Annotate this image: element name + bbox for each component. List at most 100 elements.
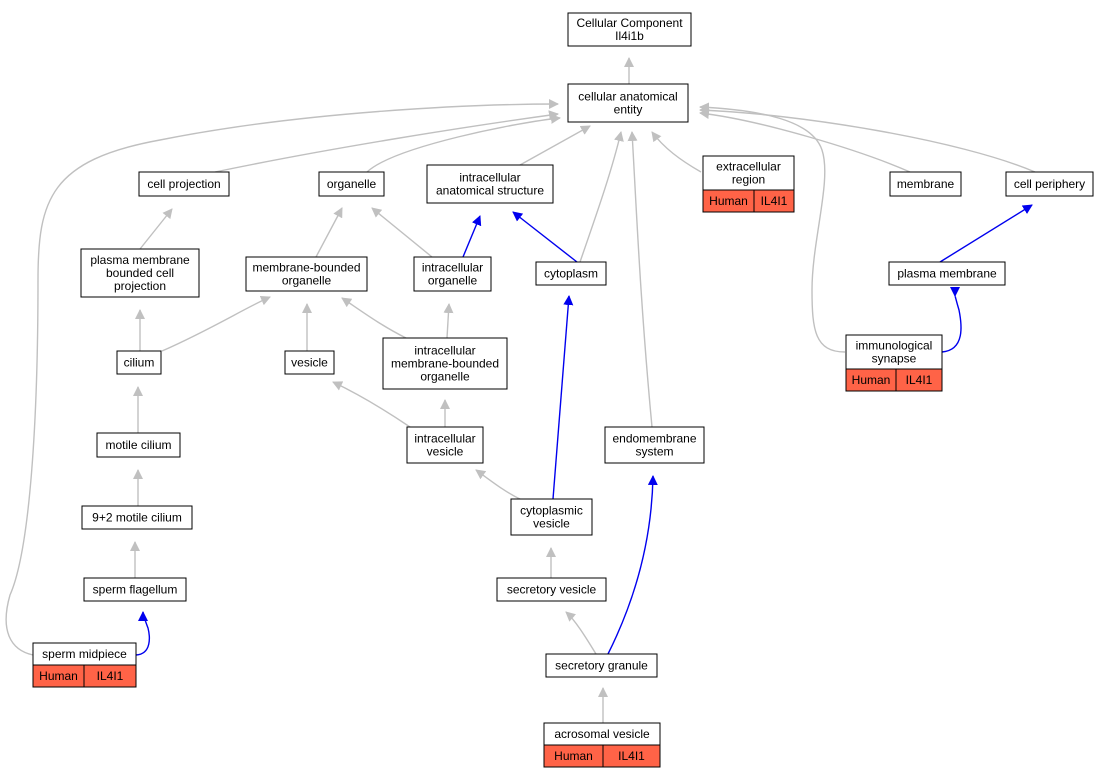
is-a-edge [519, 125, 591, 166]
is-a-edge [627, 131, 653, 428]
node-label-line: cilium [124, 356, 155, 370]
is-a-edge [699, 109, 911, 173]
node-label-line: secretory granule [555, 659, 648, 673]
gene-cell [753, 189, 795, 213]
node-plasma-membrane[interactable]: plasma membrane [888, 261, 1006, 286]
species-label: Human [39, 669, 78, 683]
node-acrosomal-vesicle[interactable]: acrosomal vesicle [543, 722, 661, 746]
species-label: Human [554, 749, 593, 763]
node-label-line: projection [114, 279, 166, 293]
species-label: Human [709, 194, 748, 208]
node-sperm-midpiece[interactable]: sperm midpiece [32, 642, 137, 666]
node-label-line: cytoplasm [544, 267, 598, 281]
node-label-line: intracellular [422, 261, 483, 275]
node-label-line: bounded cell [106, 266, 174, 280]
node-box [138, 171, 230, 197]
node-box [889, 171, 962, 197]
is-a-edge [161, 296, 271, 352]
node-nine-two[interactable]: 9+2 motile cilium [81, 505, 193, 530]
node-label-line: sperm midpiece [42, 647, 127, 661]
edge-layer [5, 57, 1036, 723]
node-sperm-flagellum[interactable]: sperm flagellum [83, 577, 187, 602]
is-a-edge [565, 611, 597, 655]
node-label-line: Il4i1b [615, 29, 644, 43]
node-label-line: vesicle [291, 356, 328, 370]
node-label-line: synapse [872, 352, 917, 366]
node-membrane[interactable]: membrane [889, 171, 962, 197]
node-label-line: intracellular [414, 344, 475, 358]
annotation-immuno-synapse[interactable]: Human IL4I1 [845, 368, 943, 392]
node-box [496, 577, 607, 602]
is-a-edge [699, 102, 846, 353]
part-of-edge [607, 475, 658, 655]
node-label-line: organelle [428, 274, 478, 288]
node-label-line: organelle [327, 177, 377, 191]
annotation-sperm-midpiece[interactable]: Human IL4I1 [32, 664, 137, 688]
is-a-edge [443, 303, 454, 339]
node-vesicle[interactable]: vesicle [284, 350, 335, 375]
node-label-line: sperm flagellum [93, 583, 178, 597]
node-box [406, 426, 484, 464]
node-box [567, 12, 692, 47]
is-a-edge [579, 131, 624, 263]
annotation-extracellular[interactable]: Human IL4I1 [702, 189, 795, 213]
gene-label: IL4I1 [97, 669, 124, 683]
node-cell-periphery[interactable]: cell periphery [1005, 171, 1094, 197]
node-label-line: vesicle [427, 445, 464, 459]
node-box [604, 426, 705, 464]
node-organelle[interactable]: organelle [318, 171, 385, 197]
node-motile-cilium[interactable]: motile cilium [96, 432, 181, 458]
node-label-line: cell periphery [1014, 177, 1085, 191]
gene-label: IL4I1 [761, 194, 788, 208]
node-label-line: intracellular [414, 432, 475, 446]
node-label-line: anatomical structure [436, 184, 544, 198]
node-cilium[interactable]: cilium [116, 350, 162, 375]
node-label-line: region [732, 173, 765, 187]
part-of-edge [135, 611, 151, 656]
node-label-line: immunological [856, 339, 933, 353]
node-label-line: plasma membrane [90, 253, 190, 267]
part-of-edge [512, 211, 578, 263]
node-label-line: membrane [897, 177, 955, 191]
part-of-edge [462, 215, 482, 258]
node-cytoplasm[interactable]: cytoplasm [535, 261, 607, 286]
is-a-edge [699, 105, 1036, 173]
gene-cell [602, 744, 661, 768]
node-box [702, 155, 795, 191]
node-label-line: plasma membrane [897, 267, 997, 281]
node-label-line: 9+2 motile cilium [92, 511, 182, 525]
node-secretory-granule[interactable]: secretory granule [545, 653, 658, 678]
node-label-line: cytoplasmic [520, 504, 583, 518]
node-cell-projection[interactable]: cell projection [138, 171, 230, 197]
is-a-edge [214, 110, 559, 173]
node-box [81, 505, 193, 530]
node-label-line: membrane-bounded [391, 357, 499, 371]
is-a-edge [651, 131, 702, 173]
species-label: Human [852, 373, 891, 387]
node-secretory-vesicle[interactable]: secretory vesicle [496, 577, 607, 602]
is-a-edge [366, 113, 561, 173]
is-a-edge [332, 381, 411, 428]
node-box [83, 577, 187, 602]
gene-label: IL4I1 [906, 373, 933, 387]
node-box [545, 653, 658, 678]
node-label-line: cell projection [147, 177, 220, 191]
is-a-edge [341, 297, 407, 339]
gene-cell [83, 664, 137, 688]
node-label-line: intracellular [459, 171, 520, 185]
